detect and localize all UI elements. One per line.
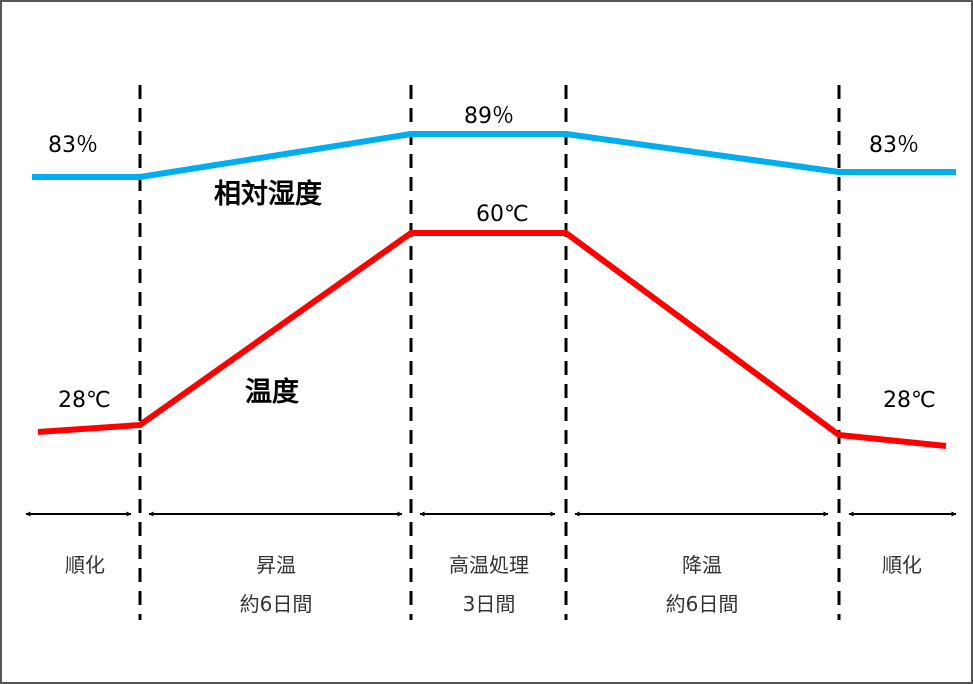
- phase-duration-3: 3日間: [463, 592, 516, 616]
- phase-name-1: 順化: [65, 553, 105, 577]
- phase-name-2: 昇温: [256, 553, 296, 577]
- temperature-start-label: 28℃: [58, 388, 111, 413]
- humidity-peak-label: 89％: [464, 104, 514, 129]
- phase-name-3: 高温処理: [449, 553, 529, 577]
- phase-name-5: 順化: [882, 553, 922, 577]
- humidity-end-label: 83％: [869, 133, 919, 158]
- phase-boundaries: [138, 85, 841, 620]
- humidity-line: [32, 131, 956, 180]
- humidity-title: 相対湿度: [214, 178, 322, 210]
- temperature-line: [37, 230, 947, 449]
- phase-duration-2: 約6日間: [240, 592, 313, 616]
- phase-name-4: 降温: [682, 553, 722, 577]
- temperature-title: 温度: [245, 376, 299, 408]
- humidity-start-label: 83％: [48, 133, 98, 158]
- temperature-peak-label: 60℃: [476, 202, 529, 227]
- temperature-end-label: 28℃: [883, 388, 936, 413]
- phase-duration-4: 約6日間: [666, 592, 739, 616]
